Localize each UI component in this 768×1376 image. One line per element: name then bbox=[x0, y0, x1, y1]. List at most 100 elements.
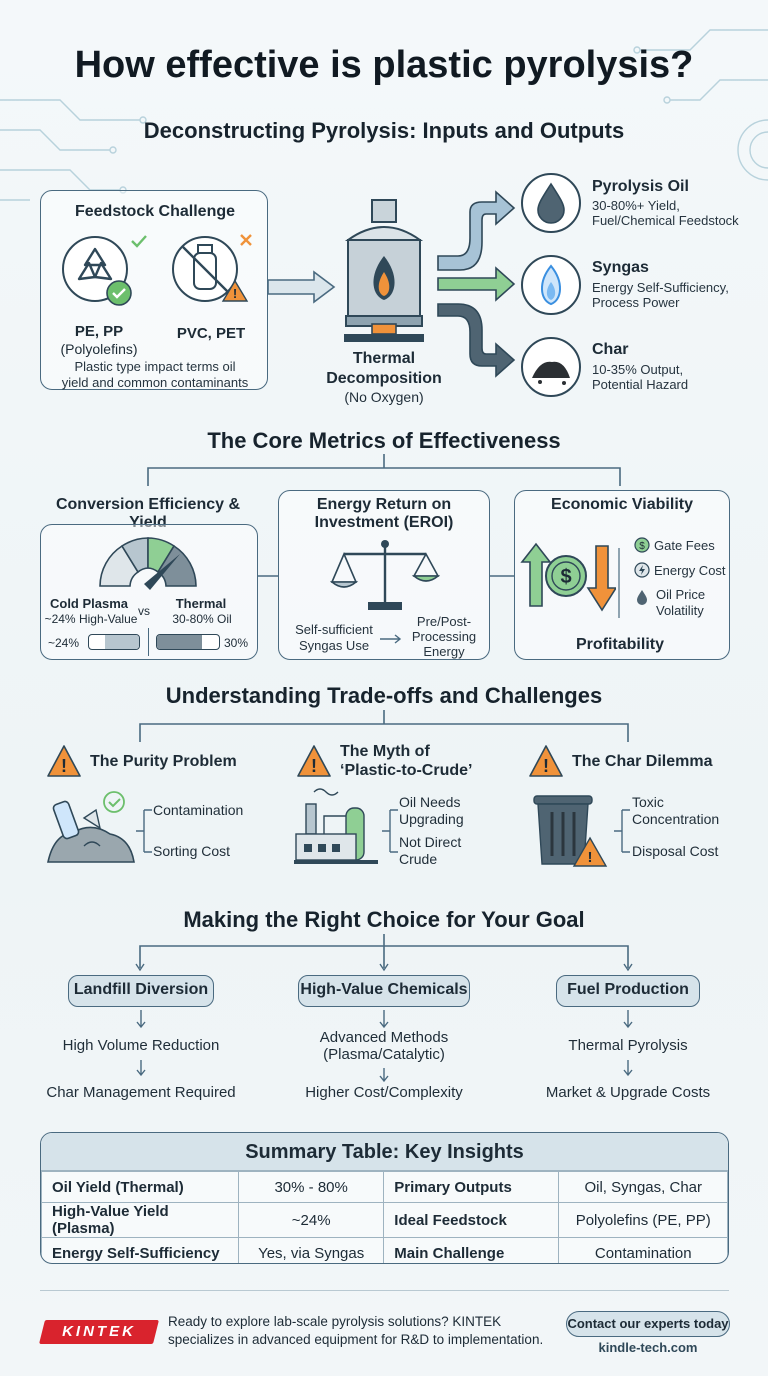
balance-scale-icon bbox=[330, 540, 440, 610]
table-row: High-Value Yield (Plasma)~24%Ideal Feeds… bbox=[41, 1202, 728, 1238]
fuel-line2: Market & Upgrade Costs bbox=[545, 1084, 711, 1101]
economic-item-3: Oil Price bbox=[656, 587, 706, 602]
eroi-arrow-icon bbox=[380, 634, 402, 644]
economic-connector bbox=[618, 548, 620, 618]
cross-icon bbox=[240, 234, 252, 246]
metrics-link-right bbox=[490, 575, 514, 577]
purity-b: Sorting Cost bbox=[153, 843, 231, 859]
purity-title: The Purity Problem bbox=[90, 753, 237, 770]
contact-experts-button[interactable]: Contact our experts today bbox=[566, 1311, 730, 1337]
footer-divider bbox=[40, 1290, 729, 1291]
process-label-1: Thermal bbox=[352, 350, 416, 367]
warning-icon: ! bbox=[529, 745, 563, 777]
feedstock-note-1: Plastic type impact terms oil bbox=[74, 359, 236, 374]
process-label-2: Decomposition bbox=[326, 370, 442, 387]
section-heading-choice: Making the Right Choice for Your Goal bbox=[183, 907, 585, 932]
eroi-left-2: Syngas Use bbox=[298, 638, 370, 653]
output-syngas-line2: Process Power bbox=[592, 295, 680, 310]
goal-pill-chemicals: High-Value Chemicals bbox=[298, 975, 470, 1007]
oil-drop-icon bbox=[521, 173, 581, 233]
myth-b1: Not Direct bbox=[399, 834, 462, 850]
myth-a1: Oil Needs bbox=[399, 794, 461, 810]
summary-table-card: Summary Table: Key Insights Oil Yield (T… bbox=[40, 1132, 729, 1264]
oil-drop-small-icon bbox=[637, 590, 647, 605]
output-char-line1: 10-35% Output, bbox=[592, 362, 684, 377]
char-title: The Char Dilemma bbox=[572, 753, 713, 770]
chemicals-line1b: (Plasma/Catalytic) bbox=[323, 1046, 445, 1063]
arrow-right-icon bbox=[268, 270, 336, 304]
output-oil-title: Pyrolysis Oil bbox=[592, 178, 689, 195]
conversion-left-value: ~24% bbox=[48, 636, 80, 650]
eroi-title-2: Investment (EROI) bbox=[314, 514, 454, 531]
conversion-title: Conversion Efficiency & Yield bbox=[55, 496, 241, 531]
table-cell-label: High-Value Yield (Plasma) bbox=[41, 1202, 240, 1238]
conversion-left-title: Cold Plasma bbox=[49, 596, 129, 611]
choice-connector bbox=[135, 934, 633, 972]
summary-table: Oil Yield (Thermal)30% - 80%Primary Outp… bbox=[41, 1171, 728, 1263]
feedstock-note-2: yield and common contaminants bbox=[61, 375, 249, 390]
table-cell-value: Contamination bbox=[558, 1237, 728, 1263]
purity-connector bbox=[136, 809, 152, 853]
bottle-crossed-icon: ! bbox=[172, 236, 249, 302]
page-title: How effective is plastic pyrolysis? bbox=[74, 44, 694, 86]
table-cell-label: Oil Yield (Thermal) bbox=[41, 1171, 240, 1203]
purity-a: Contamination bbox=[153, 802, 244, 818]
svg-text:$: $ bbox=[560, 566, 571, 588]
choice-arrows bbox=[136, 1010, 633, 1083]
refinery-icon bbox=[294, 788, 378, 864]
eroi-right-3: Energy bbox=[423, 644, 465, 659]
chemicals-line1: Advanced Methods bbox=[319, 1029, 449, 1046]
warning-icon: ! bbox=[297, 745, 331, 777]
myth-title-1: The Myth of bbox=[340, 743, 430, 760]
section-heading-metrics: The Core Metrics of Effectiveness bbox=[207, 428, 561, 453]
goal-pill-fuel: Fuel Production bbox=[556, 975, 700, 1007]
svg-text:!: ! bbox=[543, 756, 549, 776]
myth-connector bbox=[382, 809, 398, 853]
landfill-line1: High Volume Reduction bbox=[62, 1037, 220, 1054]
economic-item-2: Energy Cost bbox=[654, 563, 726, 578]
summary-heading: Summary Table: Key Insights bbox=[41, 1133, 728, 1171]
waste-pile-icon bbox=[47, 791, 135, 863]
table-cell-label: Ideal Feedstock bbox=[383, 1202, 560, 1238]
conversion-right-bar bbox=[156, 634, 220, 650]
economic-bottom: Profitability bbox=[575, 636, 664, 653]
fuel-line1: Thermal Pyrolysis bbox=[568, 1037, 688, 1054]
conversion-right-sub: 30-80% Oil bbox=[172, 612, 232, 626]
char-connector bbox=[614, 809, 630, 853]
output-char-line2: Potential Hazard bbox=[592, 377, 689, 392]
table-row: Oil Yield (Thermal)30% - 80%Primary Outp… bbox=[41, 1171, 728, 1203]
gauge-icon bbox=[99, 537, 197, 590]
char-b: Disposal Cost bbox=[632, 843, 719, 859]
output-arrows bbox=[437, 190, 516, 378]
char-a2: Concentration bbox=[632, 811, 720, 827]
feedstock-challenge-card: Feedstock Challenge ! PE, PP (Polyolefin… bbox=[40, 190, 268, 390]
goal-pill-landfill: Landfill Diversion bbox=[68, 975, 214, 1007]
conversion-vs: vs bbox=[138, 604, 150, 618]
table-cell-label: Main Challenge bbox=[383, 1237, 560, 1263]
conversion-right-title: Thermal bbox=[175, 596, 227, 611]
output-oil-line2: Fuel/Chemical Feedstock bbox=[592, 213, 739, 228]
circuit-decoration-right bbox=[633, 29, 768, 181]
eroi-title-1: Energy Return on bbox=[316, 496, 452, 513]
conversion-left-sub: ~24% High-Value bbox=[44, 612, 138, 626]
myth-b2: Crude bbox=[399, 851, 438, 867]
footer-url-link[interactable]: kindle-tech.com bbox=[598, 1340, 698, 1355]
money-flow-icon: $ bbox=[520, 542, 616, 612]
tradeoffs-connector bbox=[139, 710, 629, 742]
metrics-link-left bbox=[258, 575, 278, 577]
economic-title: Economic Viability bbox=[551, 496, 693, 513]
section-heading-inputs-outputs: Deconstructing Pyrolysis: Inputs and Out… bbox=[143, 118, 625, 143]
footer-text-1: Ready to explore lab-scale pyrolysis sol… bbox=[168, 1314, 502, 1329]
recycle-icon bbox=[62, 236, 132, 306]
output-oil-line1: 30-80%+ Yield, bbox=[592, 198, 680, 213]
economic-item-4: Volatility bbox=[656, 603, 704, 618]
eroi-left-1: Self-sufficient bbox=[295, 622, 373, 637]
trash-bin-icon: ! bbox=[533, 795, 608, 867]
eroi-right-2: Processing bbox=[411, 629, 477, 644]
table-cell-value: Yes, via Syngas bbox=[238, 1237, 385, 1263]
output-syngas-title: Syngas bbox=[592, 259, 649, 276]
conversion-left-bar bbox=[88, 634, 140, 650]
conversion-divider bbox=[148, 628, 149, 656]
chemicals-line2: Higher Cost/Complexity bbox=[305, 1084, 463, 1101]
table-cell-label: Primary Outputs bbox=[383, 1171, 560, 1203]
